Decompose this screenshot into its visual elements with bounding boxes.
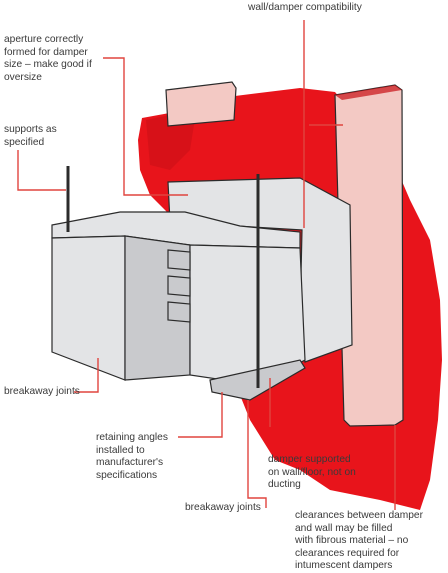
pillar-right-top [335, 85, 402, 100]
label-wall-damper-compatibility: wall/damper compatibility [248, 2, 362, 13]
label-breakaway-joints-left: breakaway joints [4, 386, 80, 397]
damper-blade-3 [167, 301, 191, 323]
label-supports: supports as specified [4, 124, 57, 148]
damper-blade-2 [167, 275, 191, 297]
damper-blade-1 [167, 249, 191, 271]
duct-front [51, 235, 126, 381]
pillar-back [165, 81, 237, 127]
label-retaining-angles: retaining angles installed to manufactur… [96, 432, 168, 481]
label-aperture: aperture correctly formed for damper siz… [4, 34, 92, 83]
label-clearances: clearances between damper and wall may b… [295, 510, 423, 572]
label-breakaway-joints-bottom: breakaway joints [185, 502, 261, 513]
label-damper-supported: damper supported on wall/floor, not on d… [268, 454, 356, 491]
leader-lines [17, 20, 396, 510]
fire-wall-shade [146, 114, 195, 170]
